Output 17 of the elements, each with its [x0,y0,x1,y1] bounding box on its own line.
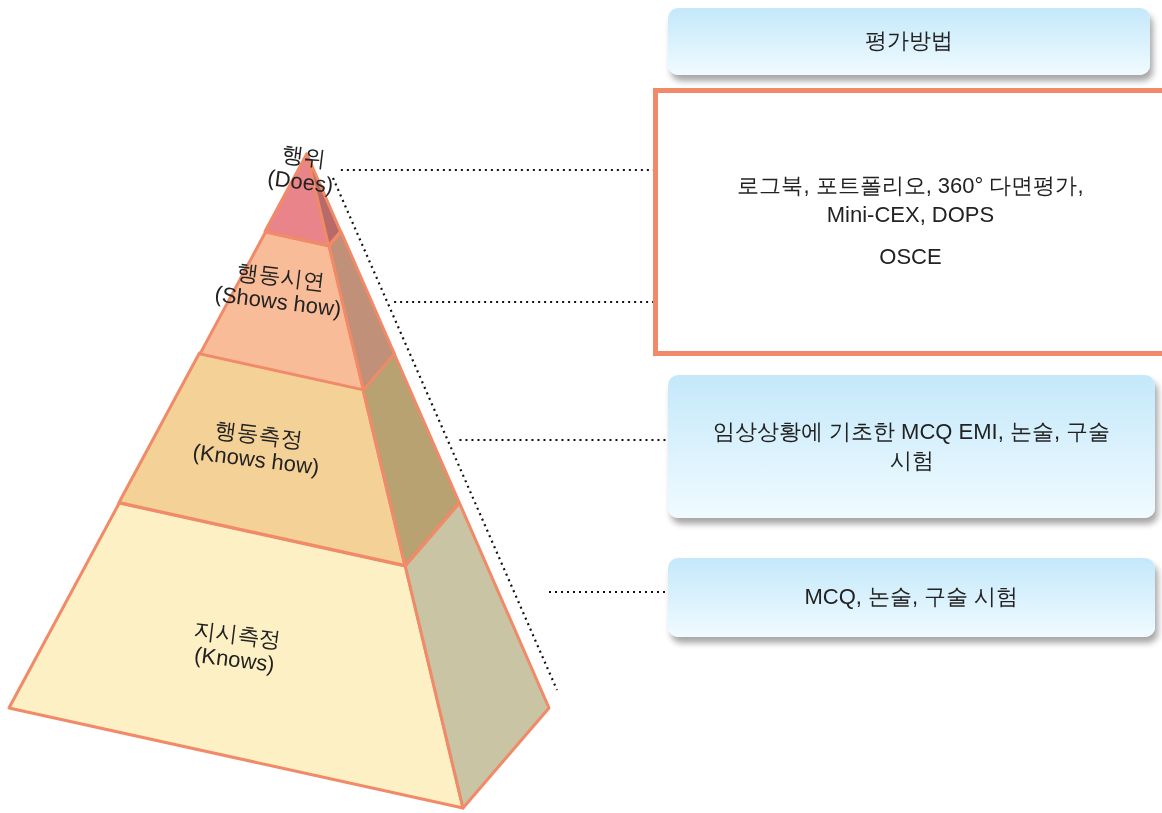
method-text: MCQ, 논술, 구술 시험 [804,583,1019,612]
method-text: 로그북, 포트폴리오, 360° 다면평가, Mini-CEX, DOPS [736,172,1085,229]
method-text: 임상상황에 기초한 MCQ EMI, 논술, 구술시험 [711,417,1112,475]
level-label: 지시측정 (Knows) [191,616,284,679]
header-box [668,8,1150,75]
method-box [653,88,1162,356]
leader-line [549,590,668,594]
method-text: OSCE [879,243,942,272]
pyramid-level [119,353,460,566]
method-text: 평가방법 [865,27,953,56]
level-label: 행동측정 (Knows how) [190,415,323,481]
method-box [668,375,1155,518]
leader-line [459,438,668,442]
level-label: 행동시연 (Shows how) [212,257,345,323]
pyramid-level [9,503,549,808]
method-box [668,558,1155,637]
level-label: 행위 (Does) [265,140,336,200]
